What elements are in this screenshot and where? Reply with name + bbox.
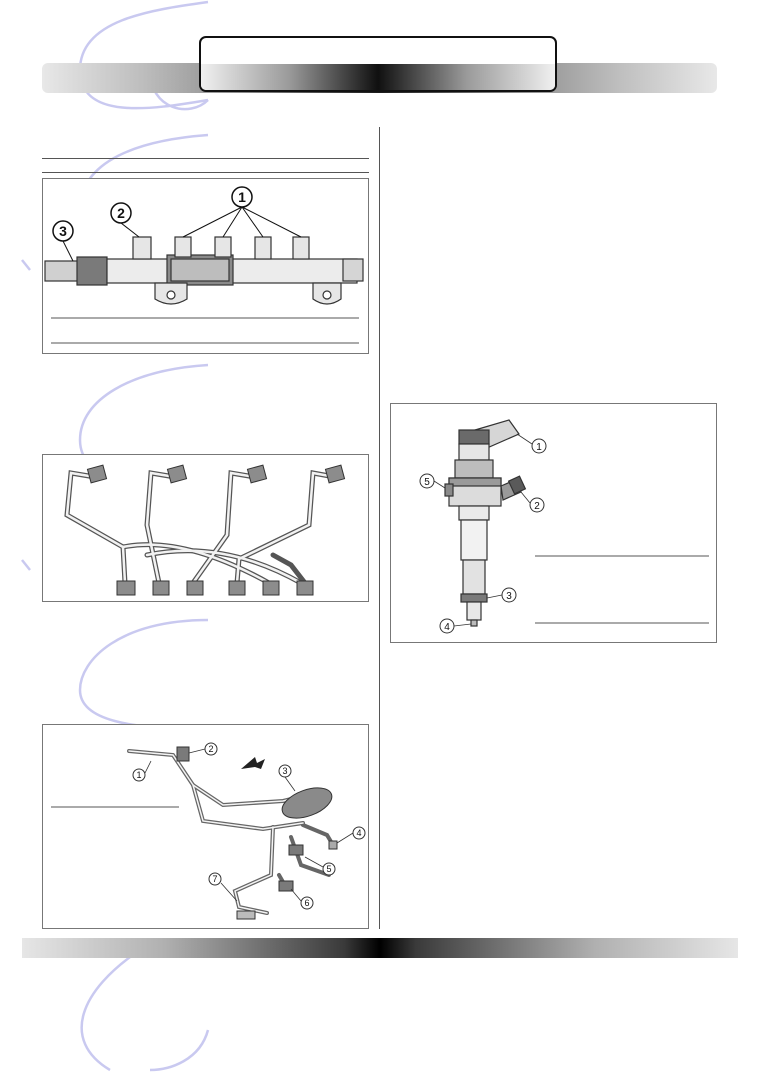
callout-label: 1 (136, 770, 141, 780)
section-rule (42, 158, 369, 159)
injector-illustration: 1 2 3 4 5 (419, 419, 709, 634)
callout-label: 5 (326, 864, 331, 874)
callout-label: 7 (212, 874, 217, 884)
callout-label: 1 (536, 442, 542, 453)
header-title-box (199, 36, 557, 92)
callout-label: 3 (59, 223, 67, 239)
callout-label: 3 (282, 766, 287, 776)
fuel-rail-figure: 1 2 3 (42, 178, 369, 354)
harness-assembly-illustration: 1 2 3 4 5 6 7 (51, 742, 366, 920)
callout-label: 4 (356, 828, 361, 838)
callout-label: 2 (534, 501, 540, 512)
footer-bar (22, 938, 738, 958)
callout-label: 6 (304, 898, 309, 908)
callout-label: 2 (208, 744, 213, 754)
callout-label: 3 (506, 591, 512, 602)
fuel-rail-illustration: 1 2 3 (44, 186, 364, 344)
direction-arrow-icon (241, 757, 265, 769)
callout-label: 1 (238, 189, 246, 205)
callout-label: 4 (444, 622, 450, 633)
injector-pipes-figure (42, 454, 369, 602)
injector-pipes-illustration (64, 464, 346, 596)
callout-label: 5 (424, 477, 430, 488)
injector-figure: 1 2 3 4 5 (390, 403, 717, 643)
column-divider (379, 127, 380, 929)
section-rule (42, 172, 369, 173)
callout-label: 2 (117, 205, 125, 221)
harness-assembly-figure: 1 2 3 4 5 6 7 (42, 724, 369, 929)
